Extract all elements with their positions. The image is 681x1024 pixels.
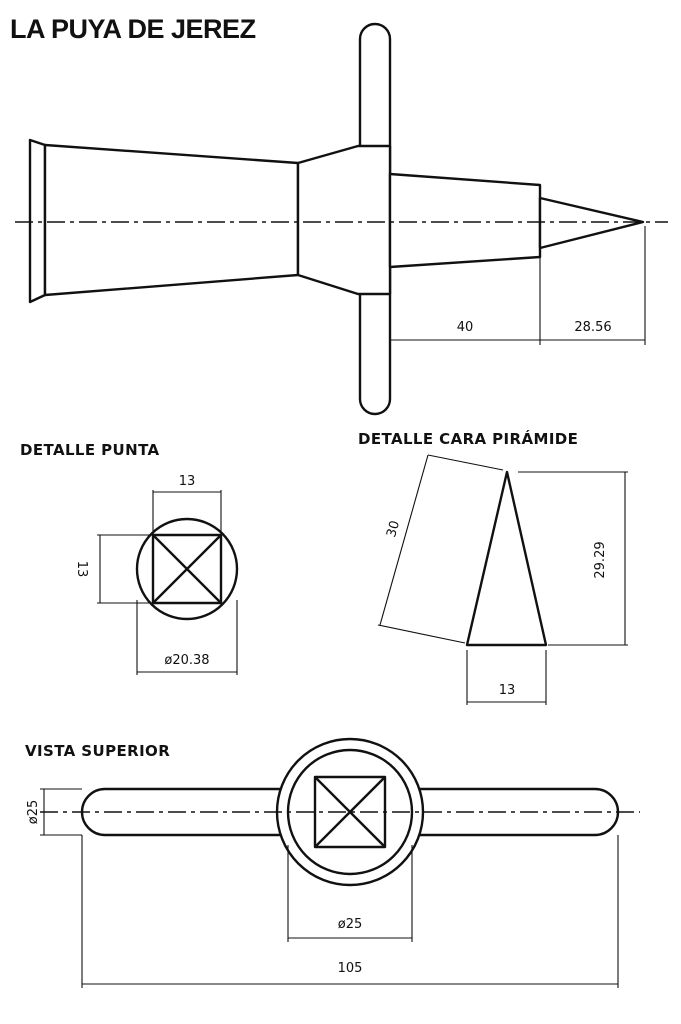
dim-label-sup-diameter: ø25 — [338, 917, 363, 932]
tip-circle — [135, 517, 239, 621]
top-diagonal — [314, 776, 386, 848]
side-shaft — [388, 172, 542, 269]
dim-label-13-top: 13 — [179, 474, 196, 489]
drawing-title: LA PUYA DE JEREZ — [10, 14, 256, 44]
dim-label-30: 30 — [384, 519, 403, 539]
section-title-vista-superior: VISTA SUPERIOR — [25, 742, 170, 760]
side-body — [43, 143, 300, 297]
tip-detail: 13 13 ø20.38 — [74, 474, 239, 675]
side-flare — [28, 138, 47, 304]
tip-square — [151, 533, 223, 605]
dim-label-13-left: 13 — [74, 561, 89, 578]
top-view: ø25 ø25 105 — [26, 737, 640, 988]
section-title-detalle-cara: DETALLE CARA PIRÁMIDE — [358, 429, 578, 448]
dim-label-13-base: 13 — [499, 683, 516, 698]
side-view: 40 28.56 — [15, 22, 668, 416]
pyramid-face-detail: 30 29.29 13 — [377, 454, 628, 705]
dim-label-sup-height: ø25 — [26, 800, 41, 825]
pyramid-triangle — [465, 470, 548, 647]
section-title-detalle-punta: DETALLE PUNTA — [20, 441, 160, 459]
dim-ext-line — [377, 624, 466, 644]
dim-label-29-29: 29.29 — [593, 541, 608, 578]
side-tip — [538, 196, 645, 250]
side-collar — [296, 144, 392, 296]
dim-label-28-56: 28.56 — [574, 320, 611, 335]
dim-label-40: 40 — [457, 320, 474, 335]
dim-label-sup-length: 105 — [338, 961, 363, 976]
tip-diagonal — [152, 534, 222, 604]
dim-label-diameter: ø20.38 — [164, 653, 209, 668]
dim-ext-line — [427, 454, 504, 471]
dim-line-30 — [379, 454, 429, 626]
